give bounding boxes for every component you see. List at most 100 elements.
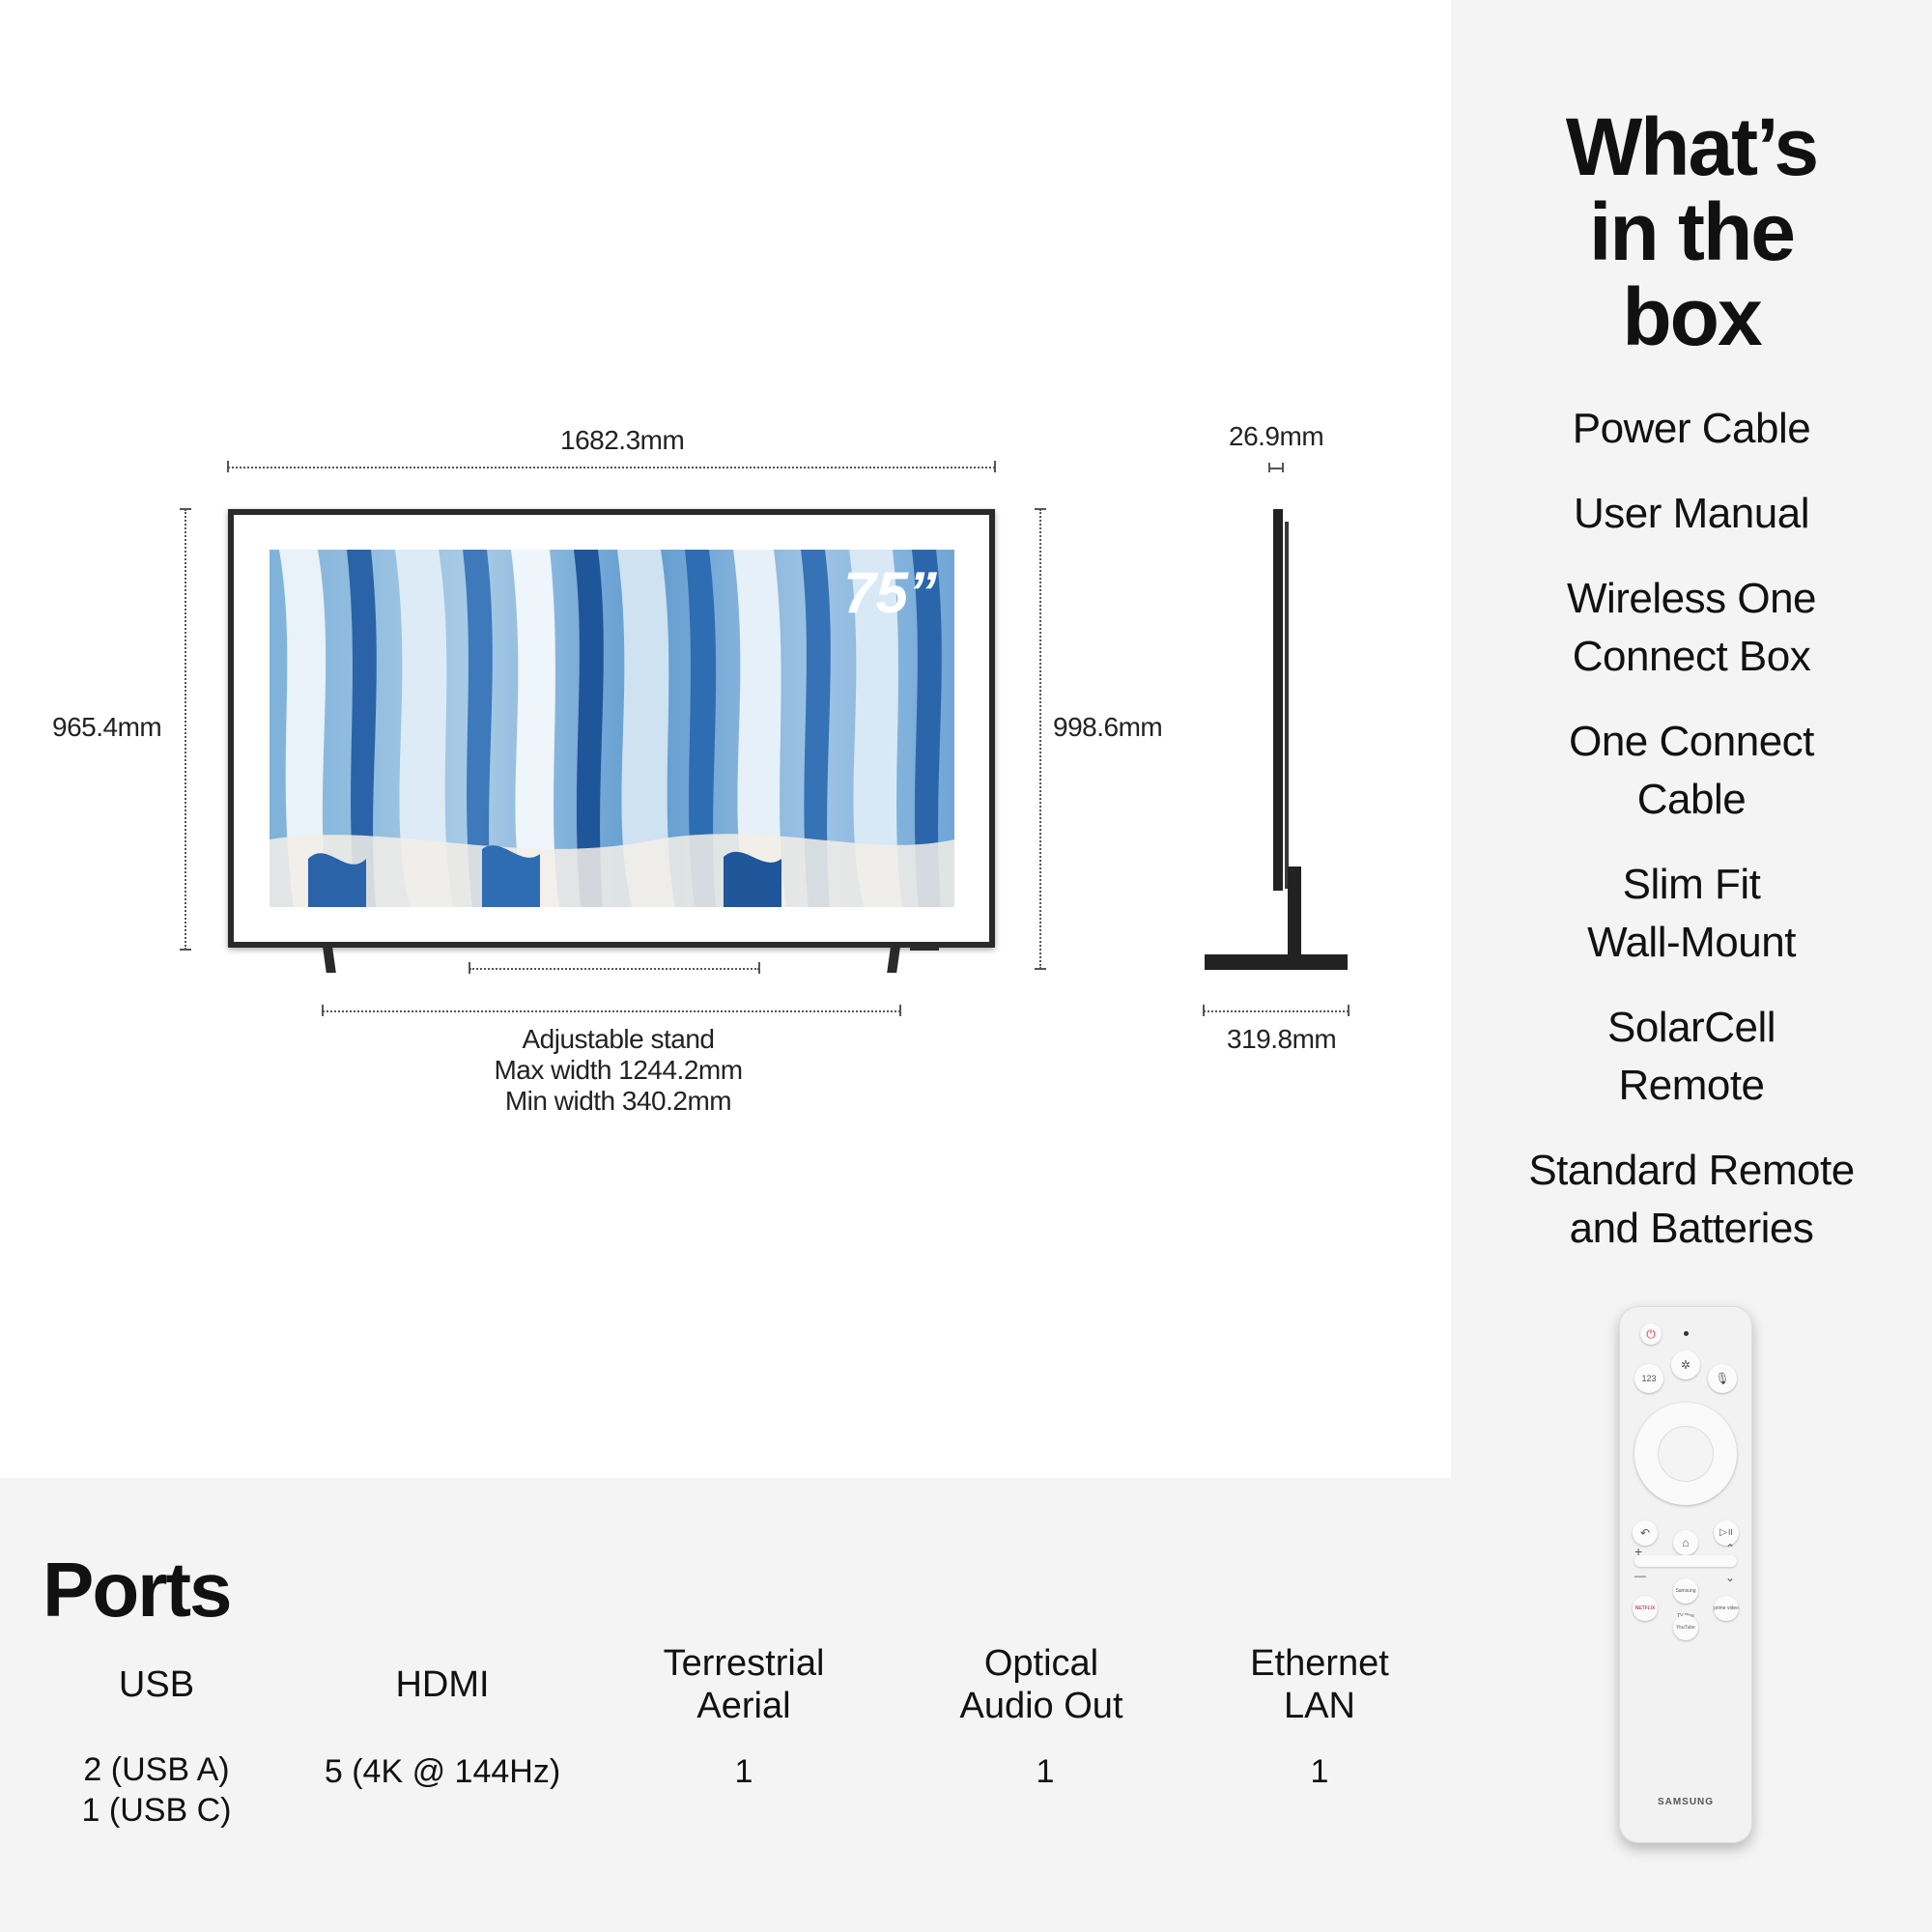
stand-min-tick-left	[469, 962, 470, 974]
box-item-text: Remote	[1618, 1062, 1765, 1109]
title-line-1: What’s	[1565, 101, 1819, 192]
volume-down-icon: —	[1634, 1569, 1646, 1582]
ports-title: Ports	[43, 1547, 232, 1633]
home-icon: ⌂	[1673, 1530, 1698, 1555]
height-with-stand-label: 998.6mm	[1053, 712, 1163, 742]
box-item-standard-remote-batteries: Standard Remote and Batteries	[1451, 1142, 1932, 1258]
box-item-text: Slim Fit	[1622, 861, 1761, 908]
stand-max-tick-right	[899, 1005, 901, 1016]
blue-brushstroke-artwork	[270, 550, 954, 907]
port-head-usb: USB	[60, 1663, 253, 1706]
depth-tick-right	[1282, 463, 1284, 472]
tv-plus-button: Samsung TV Plus	[1673, 1578, 1698, 1619]
port-value-text: 1	[1310, 1753, 1329, 1790]
width-tick-right	[994, 461, 996, 472]
port-value-text: 1 (USB C)	[81, 1792, 232, 1829]
port-head-ethernet-lan: Ethernet LAN	[1204, 1642, 1435, 1727]
stand-min-width: Min width 340.2mm	[504, 1086, 732, 1116]
title-line-2: in the	[1589, 186, 1796, 277]
microphone-icon: 🎙	[1708, 1364, 1737, 1393]
box-item-text: Wall-Mount	[1587, 919, 1796, 966]
whats-in-the-box-title: What’s in the box	[1451, 104, 1932, 359]
volume-channel-rocker	[1634, 1555, 1737, 1567]
port-value-hdmi: 5 (4K @ 144Hz)	[307, 1751, 578, 1792]
stand-dimension-text: Adjustable stand Max width 1244.2mm Min …	[406, 1024, 831, 1117]
stand-depth-tick-right	[1348, 1005, 1350, 1016]
width-dimension-label: 1682.3mm	[560, 425, 685, 455]
play-pause-icon: ▷॥	[1714, 1520, 1739, 1546]
stand-depth-line	[1204, 1010, 1349, 1012]
port-value-terrestrial-aerial: 1	[647, 1751, 840, 1792]
height-with-stand-line	[1039, 509, 1041, 969]
box-item-text: Connect Box	[1572, 633, 1811, 680]
width-tick-left	[227, 461, 229, 472]
box-item-one-connect-cable: One Connect Cable	[1451, 713, 1932, 829]
tv-side-back	[1285, 522, 1289, 889]
tv-side-panel	[1273, 509, 1283, 891]
port-value-ethernet-lan: 1	[1223, 1751, 1416, 1792]
box-item-power-cable: Power Cable	[1451, 400, 1932, 458]
port-head-text: HDMI	[395, 1664, 490, 1705]
box-item-text: Power Cable	[1572, 405, 1811, 452]
power-icon: ⏻	[1640, 1323, 1662, 1345]
port-value-text: 2 (USB A)	[83, 1751, 230, 1788]
direction-pad	[1634, 1403, 1737, 1505]
stand-depth-label: 319.8mm	[1227, 1024, 1337, 1054]
box-item-text: Cable	[1636, 776, 1747, 823]
stand-depth-tick-left	[1203, 1005, 1205, 1016]
stand-max-width-line	[323, 1010, 900, 1012]
box-item-text: User Manual	[1574, 490, 1809, 537]
height-with-stand-tick-bottom	[1035, 968, 1046, 970]
netflix-button: NETFLIX	[1633, 1596, 1658, 1621]
samsung-logo: SAMSUNG	[1657, 1797, 1715, 1807]
port-head-terrestrial-aerial: Terrestrial Aerial	[618, 1642, 869, 1727]
port-head-text: Ethernet	[1250, 1643, 1389, 1684]
height-with-stand-tick-top	[1035, 508, 1046, 510]
port-value-text: 5 (4K @ 144Hz)	[324, 1753, 561, 1790]
stand-connector	[910, 947, 939, 951]
back-icon: ↶	[1633, 1520, 1658, 1546]
stand-min-tick-right	[758, 962, 760, 974]
box-item-text: One Connect	[1569, 718, 1814, 765]
depth-dimension-label: 26.9mm	[1229, 421, 1324, 451]
youtube-button: YouTube	[1673, 1615, 1698, 1640]
box-item-text: SolarCell	[1606, 1004, 1776, 1051]
box-item-user-manual: User Manual	[1451, 485, 1932, 543]
tv-side-stand-base	[1205, 954, 1348, 970]
solarcell-remote-image: ⏻ 123 ✲ 🎙 ↶ ⌂ ▷॥ + ⌃ — ⌄ Samsung TV Plus…	[1619, 1306, 1752, 1843]
port-head-text: Aerial	[696, 1686, 791, 1726]
box-item-wireless-one-connect-box: Wireless One Connect Box	[1451, 570, 1932, 686]
stand-min-width-line	[469, 968, 759, 970]
port-value-usb: 2 (USB A) 1 (USB C)	[60, 1749, 253, 1831]
select-button	[1659, 1427, 1713, 1481]
port-value-optical-audio-out: 1	[949, 1751, 1142, 1792]
screen-size-badge: 75”	[843, 560, 937, 625]
box-item-solarcell-remote: SolarCell Remote	[1451, 999, 1932, 1115]
channel-up-icon: ⌃	[1725, 1542, 1736, 1555]
port-head-text: Optical	[983, 1643, 1099, 1684]
box-item-text: and Batteries	[1569, 1205, 1814, 1252]
sensor-dot-icon	[1684, 1331, 1689, 1336]
box-item-text: Standard Remote	[1528, 1147, 1855, 1194]
port-head-text: USB	[118, 1664, 195, 1705]
volume-up-icon: +	[1634, 1544, 1643, 1559]
height-tick-bottom	[180, 949, 191, 951]
ports-panel	[0, 1478, 1451, 1932]
stand-max-tick-left	[322, 1005, 324, 1016]
port-head-text: LAN	[1284, 1686, 1355, 1726]
box-item-text: Wireless One	[1566, 575, 1817, 622]
tv-side-stand-post	[1288, 867, 1301, 955]
port-head-optical-audio-out: Optical Audio Out	[925, 1642, 1157, 1727]
depth-tick-left	[1268, 463, 1270, 472]
stand-label: Adjustable stand	[522, 1024, 715, 1054]
height-dimension-line	[185, 509, 186, 950]
stand-max-width: Max width 1244.2mm	[494, 1055, 743, 1085]
prime-video-button: prime video	[1714, 1596, 1739, 1621]
port-head-hdmi: HDMI	[327, 1663, 558, 1706]
width-dimension-line	[228, 467, 995, 469]
title-line-3: box	[1622, 271, 1762, 362]
box-item-slim-fit-wall-mount: Slim Fit Wall-Mount	[1451, 856, 1932, 972]
ambient-icon: ✲	[1671, 1350, 1700, 1379]
tv-screen-artwork: 75”	[270, 550, 954, 907]
port-value-text: 1	[734, 1753, 753, 1790]
